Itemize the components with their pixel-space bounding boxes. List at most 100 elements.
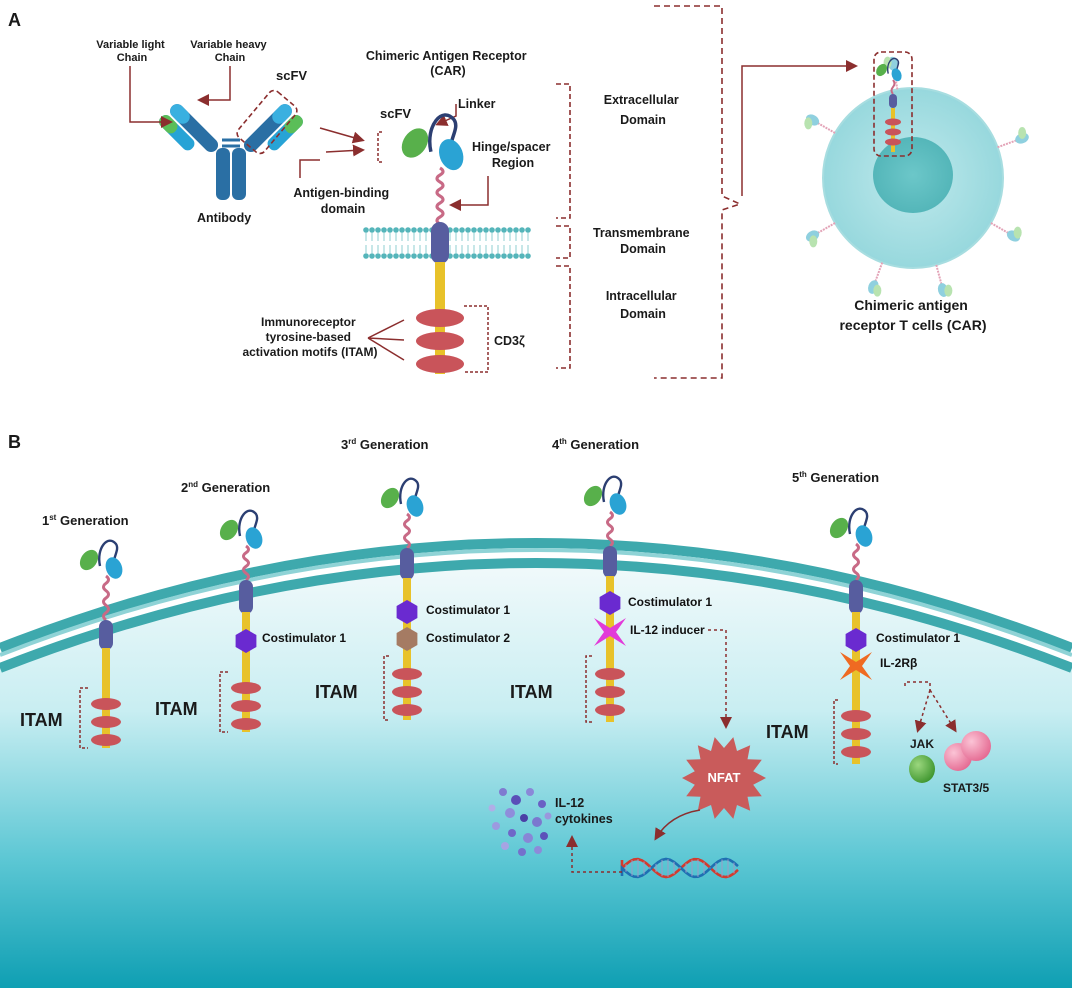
panel-a-letter: A: [8, 10, 21, 30]
panel-b-letter: B: [8, 432, 21, 452]
cell-receptor-right-top-head2: [1018, 126, 1027, 139]
cell-receptor-bottom-left-stalk: [873, 262, 884, 284]
gen4-itam-3: [595, 704, 625, 716]
cell-highlight-itam-3: [885, 138, 901, 146]
extracellular-domain-label: Extracellular Domain: [604, 93, 683, 127]
dna-helix-icon: [620, 857, 739, 879]
gen2-costim1-label: Costimulator 1: [262, 631, 346, 645]
cell-highlight-itam-2: [885, 128, 901, 136]
cell-receptor-left-bottom-head2: [809, 235, 818, 248]
nfat-label: NFAT: [708, 770, 741, 785]
antibody-label: Antibody: [197, 211, 251, 225]
cell-receptor-bottom-right-stalk: [935, 264, 943, 287]
scfv-arrow-top: [319, 127, 365, 144]
membrane-bilayer: [363, 227, 531, 259]
gen2-cd3z-tail: [242, 612, 250, 732]
cytokine-dot-8: [492, 822, 500, 830]
gen5-transmembrane: [849, 580, 863, 614]
cytokine-dot-7: [532, 817, 542, 827]
gen4-costim1-label: Costimulator 1: [628, 595, 712, 609]
gen2-hinge: [242, 544, 250, 582]
gen5-title: 5th Generation: [792, 470, 879, 485]
gen1-scfv: [79, 539, 123, 579]
cell-receptor-right-top-stalk: [997, 138, 1019, 149]
gen5-itam-label: ITAM: [766, 722, 809, 742]
gen1-hinge: [102, 574, 110, 622]
gen1-itam-3: [91, 734, 121, 746]
car-a-itam-2: [416, 332, 464, 350]
car-a-scfv: [401, 113, 464, 171]
stat-label: STAT3/5: [943, 781, 990, 795]
scfv-highlight-box: [236, 89, 298, 155]
gen3-transmembrane: [400, 548, 414, 580]
cell-receptor-left-top-stalk: [815, 121, 836, 134]
gen4-itam-label: ITAM: [510, 682, 553, 702]
itam-description-label: Immunoreceptor tyrosine-based activation…: [242, 315, 377, 359]
gen3-costim1-label: Costimulator 1: [426, 603, 510, 617]
dna-to-cytokines-arrow: [566, 835, 622, 873]
gen1-itam-label: ITAM: [20, 710, 63, 730]
car-a-itam-1: [416, 309, 464, 327]
hinge-label: Hinge/spacer Region: [472, 140, 554, 170]
cell-highlight-scfv: [876, 57, 902, 82]
scfv-bracket: [377, 131, 382, 163]
gen4-itam-1: [595, 668, 625, 680]
cell-receptor-bottom-right-head2: [944, 284, 953, 297]
gen1-itam-bracket: [79, 687, 88, 749]
cytokine-dot-16: [544, 812, 552, 820]
cell-receptor-right-bottom-stalk: [990, 222, 1011, 235]
gen5-scfv: [829, 507, 873, 547]
cell-interior-background: [0, 538, 1072, 988]
car-a-itam-3: [416, 355, 464, 373]
cart-label: Chimeric antigen receptor T cells (CAR): [839, 297, 986, 333]
transmembrane-domain-label: Transmembrane Domain: [593, 226, 693, 256]
nfat-to-dna-arrow: [654, 809, 701, 841]
gen3-itam-2: [392, 686, 422, 698]
to-jak-arrow: [914, 689, 931, 733]
gen3-itam-3: [392, 704, 422, 716]
heavy-chain-arrow: [197, 66, 231, 106]
gen2-costim1: [235, 629, 257, 653]
antibody-scfv-label: scFV: [276, 68, 307, 83]
gen1-transmembrane: [99, 620, 113, 650]
gen4-transmembrane: [603, 546, 617, 578]
gen5-itam-1: [841, 710, 871, 722]
gen3-itam-bracket: [383, 655, 389, 721]
variable-light-chain-label: Variable light Chain: [96, 39, 168, 64]
cell-highlight-hinge: [890, 79, 896, 95]
car-receptor-detailed: [401, 113, 464, 374]
cytokine-dot-11: [540, 832, 548, 840]
car-t-cell-icon: [804, 51, 1029, 297]
il2rb-connector: [904, 681, 931, 690]
cell-receptor-bottom-left-head2: [873, 284, 882, 297]
to-cart-arrow: [741, 60, 858, 196]
cd3z-bracket: [464, 305, 489, 373]
gen3-title: 3rd Generation: [341, 437, 429, 452]
cell-highlight-itam-1: [885, 118, 901, 126]
intracellular-domain-label: Intracellular Domain: [606, 289, 680, 321]
antibody-icon: [159, 104, 303, 200]
gen5-hinge: [852, 542, 860, 582]
scfv-arrow-bottom: [325, 144, 365, 157]
gen5-itam-2: [841, 728, 871, 740]
gen3-costim2-label: Costimulator 2: [426, 631, 510, 645]
gen1-title: 1st Generation: [42, 513, 129, 528]
gen2-transmembrane: [239, 580, 253, 614]
gen4-cd3z-tail: [606, 576, 614, 722]
antigen-binding-label: Antigen-binding domain: [293, 186, 392, 216]
gen2-scfv: [219, 509, 263, 549]
nfat-burst-icon: [682, 737, 766, 819]
gen5-itam-3: [841, 746, 871, 758]
cytokine-dot-4: [538, 800, 546, 808]
gen2-itam-bracket: [219, 671, 228, 733]
car-generations: [79, 475, 873, 765]
gen2-title: 2nd Generation: [181, 480, 270, 495]
jak-icon: [909, 755, 935, 783]
cytokine-dot-14: [534, 846, 542, 854]
car-a-transmembrane: [431, 222, 449, 264]
linker-label: Linker: [458, 97, 496, 111]
cell-highlight-tm: [889, 94, 897, 108]
il12-cytokines-label: IL-12 cytokines: [555, 796, 613, 826]
